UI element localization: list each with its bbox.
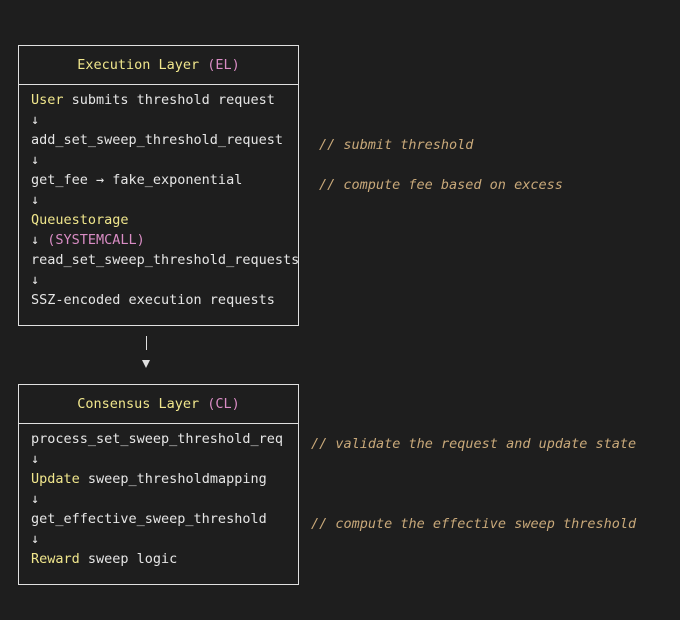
el-step-read-requests: read_set_sweep_threshold_requests xyxy=(31,252,300,268)
cl-step-update: Update sweep_thresholdmapping xyxy=(31,471,267,487)
cl-step-reward: Reward sweep logic xyxy=(31,551,178,567)
execution-layer-abbr: (EL) xyxy=(207,57,240,73)
execution-layer-title: Execution Layer xyxy=(77,57,200,73)
down-arrow: ↓ xyxy=(31,272,40,288)
down-arrow: ↓ xyxy=(31,152,40,168)
down-arrow: ↓ xyxy=(31,531,40,547)
cl-step-get-effective: get_effective_sweep_threshold xyxy=(31,511,267,527)
el-step-get-fee: get_fee → fake_exponential xyxy=(31,172,243,188)
connector-line xyxy=(146,336,147,350)
down-arrow: ↓ xyxy=(31,491,40,507)
connector-arrow-icon xyxy=(142,360,150,368)
el-step-ssz-encoded: SSZ-encoded execution requests xyxy=(31,292,275,308)
consensus-layer-box: Consensus Layer (CL) process_set_sweep_t… xyxy=(18,384,299,585)
consensus-layer-header: Consensus Layer (CL) xyxy=(18,385,299,424)
el-step-add-request: add_set_sweep_threshold_request xyxy=(31,132,283,148)
down-arrow: ↓ xyxy=(31,112,40,128)
consensus-layer-abbr: (CL) xyxy=(207,396,240,412)
consensus-layer-title: Consensus Layer xyxy=(77,396,200,412)
cl-step-process-request: process_set_sweep_threshold_req xyxy=(31,431,283,447)
execution-layer-box: Execution Layer (EL) User submits thresh… xyxy=(18,45,299,326)
cl-comment-compute: // compute the effective sweep threshold xyxy=(311,516,637,532)
el-comment-fee: // compute fee based on excess xyxy=(319,177,563,193)
el-comment-submit: // submit threshold xyxy=(319,137,474,153)
el-step-user: User submits threshold request xyxy=(31,92,275,108)
el-step-systemcall: ↓ (SYSTEMCALL) xyxy=(31,232,145,248)
cl-comment-validate: // validate the request and update state xyxy=(311,436,637,452)
execution-layer-header: Execution Layer (EL) xyxy=(18,46,299,85)
el-step-queuestorage: Queuestorage xyxy=(31,212,129,228)
down-arrow: ↓ xyxy=(31,451,40,467)
down-arrow: ↓ xyxy=(31,192,40,208)
